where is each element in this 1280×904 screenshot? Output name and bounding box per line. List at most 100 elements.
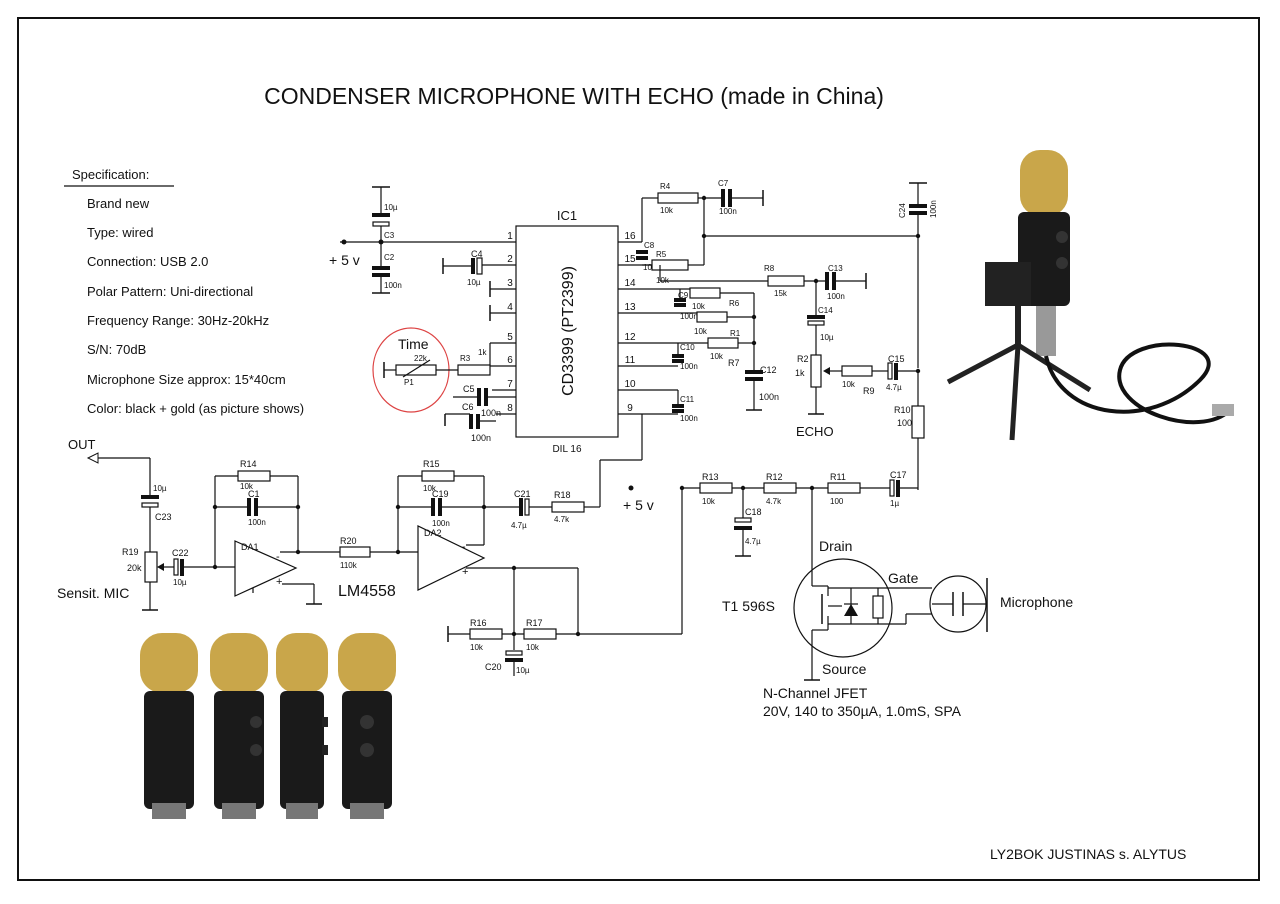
svg-text:4.7µ: 4.7µ — [745, 537, 761, 546]
svg-text:R19: R19 — [122, 547, 139, 557]
svg-text:4.7k: 4.7k — [554, 515, 570, 524]
svg-text:10µ: 10µ — [820, 333, 834, 342]
svg-text:DIL 16: DIL 16 — [552, 444, 582, 455]
supply-left: + 5 v 10µ C3 C2 100n — [329, 186, 402, 294]
svg-text:4.7µ: 4.7µ — [886, 383, 902, 392]
svg-text:C15: C15 — [888, 354, 905, 364]
svg-text:C3: C3 — [384, 231, 395, 240]
svg-text:DA2: DA2 — [424, 528, 442, 538]
svg-text:R2: R2 — [797, 354, 809, 364]
svg-text:15: 15 — [624, 254, 636, 265]
ic1-chip: IC1 DIL 16 CD3399 (PT2399) 1 2 3 4 5 6 7… — [385, 208, 708, 455]
svg-text:+: + — [462, 566, 468, 578]
svg-text:R11: R11 — [830, 472, 846, 482]
svg-text:C23: C23 — [155, 512, 172, 522]
svg-text:100n: 100n — [680, 414, 698, 423]
svg-text:100: 100 — [643, 263, 657, 272]
svg-text:R6: R6 — [729, 299, 740, 308]
svg-text:1k: 1k — [795, 368, 805, 378]
svg-text:C10: C10 — [680, 343, 695, 352]
svg-text:C1: C1 — [248, 489, 260, 499]
svg-text:R3: R3 — [460, 354, 471, 363]
spec-item: S/N: 70dB — [87, 342, 146, 357]
svg-text:100n: 100n — [827, 292, 845, 301]
svg-text:2: 2 — [507, 254, 513, 265]
spec-item: Color: black + gold (as picture shows) — [87, 401, 304, 416]
author-credit: LY2BOK JUSTINAS s. ALYTUS — [990, 846, 1186, 862]
svg-text:C17: C17 — [890, 470, 907, 480]
svg-text:R20: R20 — [340, 536, 357, 546]
svg-text:R10: R10 — [894, 405, 911, 415]
svg-text:10k: 10k — [710, 352, 724, 361]
svg-text:100: 100 — [897, 418, 912, 428]
svg-text:Sensit. MIC: Sensit. MIC — [57, 585, 129, 601]
svg-text:N-Channel JFET: N-Channel JFET — [763, 685, 868, 701]
svg-text:Drain: Drain — [819, 538, 852, 554]
svg-text:5: 5 — [507, 332, 513, 343]
spec-item: Frequency Range: 30Hz-20kHz — [87, 313, 269, 328]
svg-text:R4: R4 — [660, 182, 671, 191]
svg-text:10k: 10k — [692, 302, 706, 311]
svg-text:11: 11 — [625, 355, 636, 366]
svg-text:100: 100 — [830, 497, 844, 506]
svg-text:10µ: 10µ — [384, 203, 398, 212]
svg-text:C19: C19 — [432, 489, 449, 499]
svg-text:R16: R16 — [470, 618, 487, 628]
svg-text:OUT: OUT — [68, 437, 96, 452]
product-photo-stand — [946, 150, 1234, 441]
product-photo-mics — [140, 633, 396, 819]
svg-text:+ 5 v: + 5 v — [329, 252, 360, 268]
svg-text:100n: 100n — [384, 281, 402, 290]
svg-text:C20: C20 — [485, 662, 502, 672]
cap-c4: C4 10µ — [442, 249, 483, 287]
svg-text:10k: 10k — [526, 643, 540, 652]
spec-item: Microphone Size approx: 15*40cm — [87, 372, 286, 387]
svg-text:1k: 1k — [478, 348, 487, 357]
svg-text:20k: 20k — [127, 563, 142, 573]
svg-text:4: 4 — [507, 302, 513, 313]
svg-text:R15: R15 — [423, 459, 440, 469]
svg-text:12: 12 — [624, 332, 636, 343]
svg-text:LM4558: LM4558 — [338, 583, 396, 600]
svg-text:100n: 100n — [680, 362, 698, 371]
svg-text:100n: 100n — [929, 200, 938, 218]
jfet-stage: + 5 v R13 10k C18 4.7µ R12 4.7k R11 100 … — [623, 470, 1073, 719]
svg-text:10k: 10k — [702, 497, 716, 506]
svg-text:+: + — [276, 576, 282, 588]
svg-text:C9: C9 — [678, 291, 689, 300]
svg-text:-: - — [276, 551, 280, 563]
svg-text:R7: R7 — [728, 358, 740, 368]
svg-text:10k: 10k — [470, 643, 484, 652]
svg-text:C8: C8 — [644, 241, 655, 250]
svg-text:10µ: 10µ — [153, 484, 167, 493]
svg-text:6: 6 — [507, 355, 513, 366]
svg-text:10k: 10k — [423, 484, 437, 493]
svg-text:C22: C22 — [172, 548, 189, 558]
svg-text:10k: 10k — [694, 327, 708, 336]
svg-text:10k: 10k — [240, 482, 254, 491]
spec-item: Brand new — [87, 196, 150, 211]
svg-text:R1: R1 — [730, 329, 741, 338]
svg-text:T1 596S: T1 596S — [722, 598, 775, 614]
svg-text:R8: R8 — [764, 264, 775, 273]
svg-text:C18: C18 — [745, 507, 762, 517]
svg-text:1: 1 — [507, 231, 513, 242]
svg-text:8: 8 — [507, 403, 513, 414]
svg-text:100n: 100n — [481, 408, 501, 418]
svg-text:Gate: Gate — [888, 570, 919, 586]
svg-text:10µ: 10µ — [467, 278, 481, 287]
ic1-part-number: CD3399 (PT2399) — [560, 266, 577, 396]
svg-text:Time: Time — [398, 336, 429, 352]
svg-text:3: 3 — [507, 278, 513, 289]
svg-text:10: 10 — [624, 379, 636, 390]
svg-text:P1: P1 — [404, 378, 414, 387]
diagram-border — [17, 17, 1260, 881]
echo-network: R4 10k C7 100n C8 100 R5 10k C24 100n — [636, 179, 938, 490]
svg-text:ECHO: ECHO — [796, 424, 834, 439]
svg-text:C14: C14 — [818, 306, 833, 315]
preamp-section: OUT 10µ C23 R19 20k Sensit. MIC C22 10µ … — [57, 414, 682, 676]
svg-text:15k: 15k — [774, 289, 788, 298]
svg-text:10k: 10k — [660, 206, 674, 215]
svg-text:20V, 140 to 350µA, 1.0mS, SPA: 20V, 140 to 350µA, 1.0mS, SPA — [763, 703, 962, 719]
